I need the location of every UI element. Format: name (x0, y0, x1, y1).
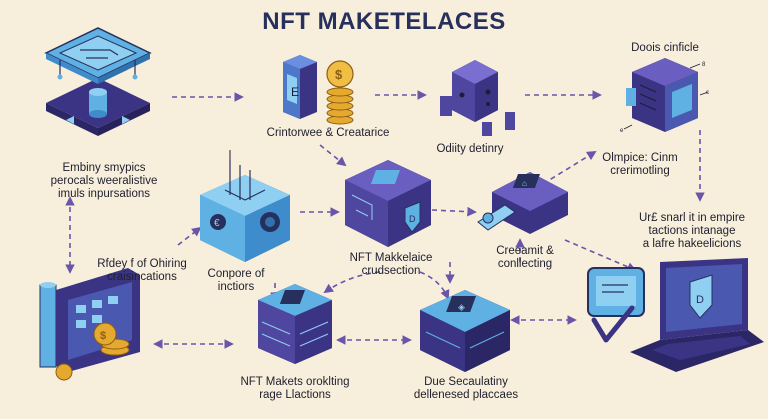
svg-text:⌂: ⌂ (522, 179, 527, 188)
page-title: NFT MAKETELACES (262, 8, 506, 35)
wallet-cube-icon: E (283, 55, 317, 119)
label-top-mid: Odiity detinry (436, 143, 504, 155)
marketplace-platform-icon: ◈ (420, 290, 510, 372)
label-right-mid: Olmpice: Cinm crerimotling (602, 152, 678, 177)
svg-text:8: 8 (702, 62, 706, 68)
label-center-left: Conpore of inctiors (207, 268, 265, 293)
label-center: NFT Makkelaice crudsection (349, 252, 433, 277)
shield-device-icon: ⌂ (477, 172, 568, 234)
svg-text:e: e (620, 128, 624, 134)
label-top-center: Crintorwee & Creatarice (266, 127, 390, 139)
arrow-cube-diag-left (177, 226, 202, 246)
svg-text:€: € (214, 218, 220, 229)
cube-icon (440, 60, 515, 136)
arrow-wallet-to-center-cube (319, 144, 347, 167)
center-cube-icon: D (345, 160, 431, 247)
label-top-left: Embiny smypics perocals weeralistive imu… (50, 162, 158, 200)
svg-text:D: D (409, 214, 416, 224)
arrow-center-to-server-left (323, 271, 381, 294)
arrow-shield-to-laptop (564, 239, 637, 272)
svg-text:◈: ◈ (458, 302, 465, 312)
laptop-shield-icon: D (630, 258, 764, 372)
svg-text:D: D (696, 294, 704, 306)
label-bottom-center-right: Due Secaulatiny dellenesed placcaes (413, 376, 519, 401)
coin-stack-icon: $ (326, 60, 354, 125)
svg-text:c: c (706, 90, 709, 96)
arrow-center-to-shield (431, 206, 477, 217)
crypto-wallet-icon: $ (39, 268, 140, 381)
connectors (65, 90, 705, 349)
label-top-right: Doois cinficle (631, 42, 699, 54)
label-bottom-center-left: NFT Makets oroklting rage Llactions (240, 376, 350, 401)
label-center-right: Creeamit & conllecting (496, 245, 554, 270)
monitor-icon (587, 267, 645, 343)
server-stack-icon (258, 284, 332, 364)
svg-text:E: E (291, 85, 299, 99)
platform-chip-icon (44, 27, 152, 136)
label-right-side: Ur£ snarl it in empire tactions intanage… (638, 212, 746, 250)
arrow-shield-to-right (518, 150, 597, 200)
arrow-center-to-platform (419, 271, 450, 300)
label-left-mid: Rfdey f of Ohiring craisincations (97, 258, 187, 283)
wallet-box-icon: € (200, 160, 290, 262)
server-icon: 8 c e (620, 58, 709, 134)
svg-text:$: $ (100, 330, 106, 342)
svg-text:$: $ (335, 67, 343, 82)
